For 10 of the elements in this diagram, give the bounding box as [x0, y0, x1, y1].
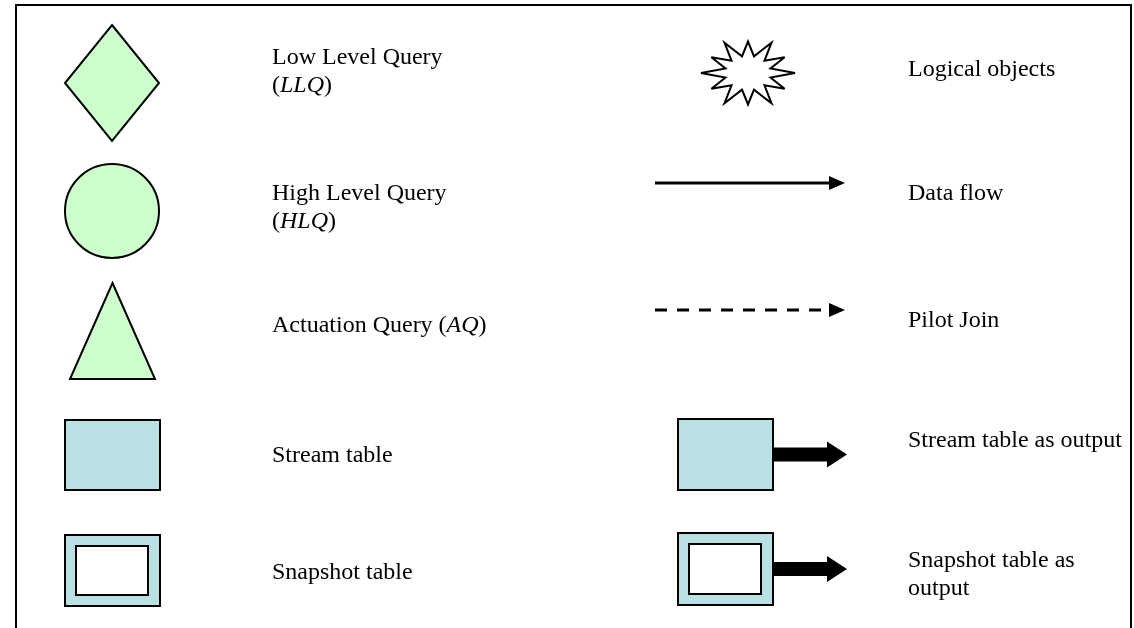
legend-label: Low Level Query (LLQ) [272, 42, 444, 98]
legend-label: Data flow [908, 178, 1005, 206]
legend-label: High Level Query (HLQ) [272, 178, 448, 234]
legend-label: Snapshot table as output [908, 545, 1076, 601]
legend-label: Stream table [272, 440, 394, 468]
legend-label: Pilot Join [908, 305, 1001, 333]
legend-label: Logical objects [908, 54, 1057, 82]
legend-label: Actuation Query (AQ) [272, 310, 488, 338]
legend-label: Stream table as output [908, 425, 1123, 453]
legend-label: Snapshot table [272, 557, 414, 585]
